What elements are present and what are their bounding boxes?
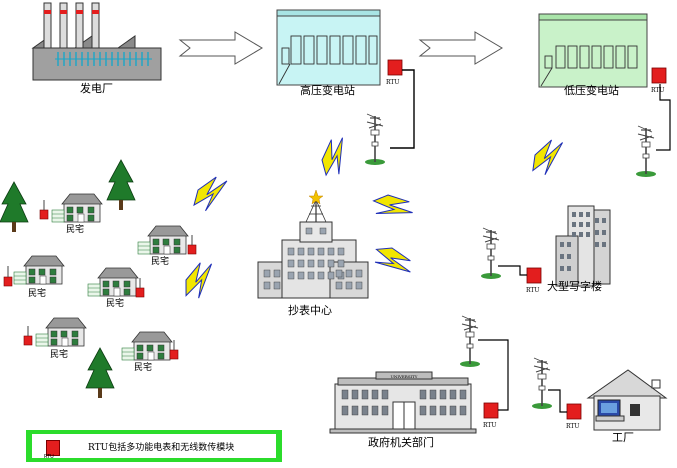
factory-rtu-wire xyxy=(548,389,567,413)
antenna-factory xyxy=(531,357,553,410)
rtu-label-office: RTU xyxy=(526,287,539,294)
arrow-plant-to-hv xyxy=(178,31,263,65)
rtu-label-lv: RTU xyxy=(651,87,664,94)
antenna-lv xyxy=(635,125,657,178)
residence-label-2: 民宅 xyxy=(151,255,169,267)
tree-3 xyxy=(85,347,115,399)
residence-5 xyxy=(23,317,87,347)
residence-6 xyxy=(121,331,179,361)
antenna-government xyxy=(459,315,481,368)
wireless-link-residential-top xyxy=(186,173,235,215)
residence-3 xyxy=(3,255,65,287)
residence-1 xyxy=(39,193,103,223)
university-sign: UNIVERSITY xyxy=(391,374,418,379)
legend-box: RTU RTU包括多功能电表和无线数传模块 xyxy=(26,430,282,462)
residence-label-3: 民宅 xyxy=(28,287,46,299)
government-building: UNIVERSITY xyxy=(329,371,477,434)
factory-building xyxy=(586,369,668,431)
wireless-link-office xyxy=(368,186,417,230)
lv-substation xyxy=(538,13,648,88)
lv-rtu-wire xyxy=(656,84,671,151)
rtu-office xyxy=(526,267,542,284)
lv-substation-label: 低压变电站 xyxy=(564,83,619,97)
office-rtu-wire xyxy=(498,265,527,276)
legend-rtu-tag: RTU xyxy=(44,454,54,460)
rtu-label-government: RTU xyxy=(483,422,496,429)
tree-2 xyxy=(106,159,136,211)
antenna-hv xyxy=(364,113,386,166)
rtu-label-factory: RTU xyxy=(566,423,579,430)
residence-4 xyxy=(87,267,145,298)
rtu-factory xyxy=(566,403,582,420)
rtu-label-hv: RTU xyxy=(386,79,399,86)
legend-inner: RTU RTU包括多功能电表和无线数传模块 xyxy=(32,434,276,460)
arrow-hv-to-lv xyxy=(418,31,503,65)
factory-label: 工厂 xyxy=(612,431,634,444)
government-rtu-wire xyxy=(478,339,509,411)
residence-label-6: 民宅 xyxy=(134,361,152,373)
residence-label-5: 民宅 xyxy=(50,348,68,360)
meter-center-building xyxy=(257,189,369,299)
wireless-link-government xyxy=(368,237,417,286)
legend-rtu-icon xyxy=(46,440,60,456)
hv-rtu-wire xyxy=(390,69,415,149)
hv-substation-label: 高压变电站 xyxy=(300,83,355,97)
wireless-link-lv xyxy=(523,135,573,180)
hv-substation xyxy=(276,9,381,86)
rtu-hv-substation xyxy=(387,59,403,76)
government-label: 政府机关部门 xyxy=(368,435,434,449)
legend-text: RTU包括多功能电表和无线数传模块 xyxy=(88,443,235,453)
residence-label-4: 民宅 xyxy=(106,297,124,309)
power-plant xyxy=(31,2,162,81)
office-building xyxy=(555,205,611,287)
tree-1 xyxy=(0,181,29,233)
wireless-link-hv xyxy=(312,132,358,182)
office-building-label: 大型写字楼 xyxy=(547,279,602,293)
rtu-lv-substation xyxy=(651,67,667,84)
residence-label-1: 民宅 xyxy=(66,223,84,235)
power-plant-label: 发电厂 xyxy=(80,81,113,95)
residence-2 xyxy=(137,225,197,255)
wireless-link-residential-bottom xyxy=(175,257,224,304)
meter-center-label: 抄表中心 xyxy=(288,303,332,317)
antenna-office xyxy=(480,227,502,280)
rtu-government xyxy=(483,402,499,419)
